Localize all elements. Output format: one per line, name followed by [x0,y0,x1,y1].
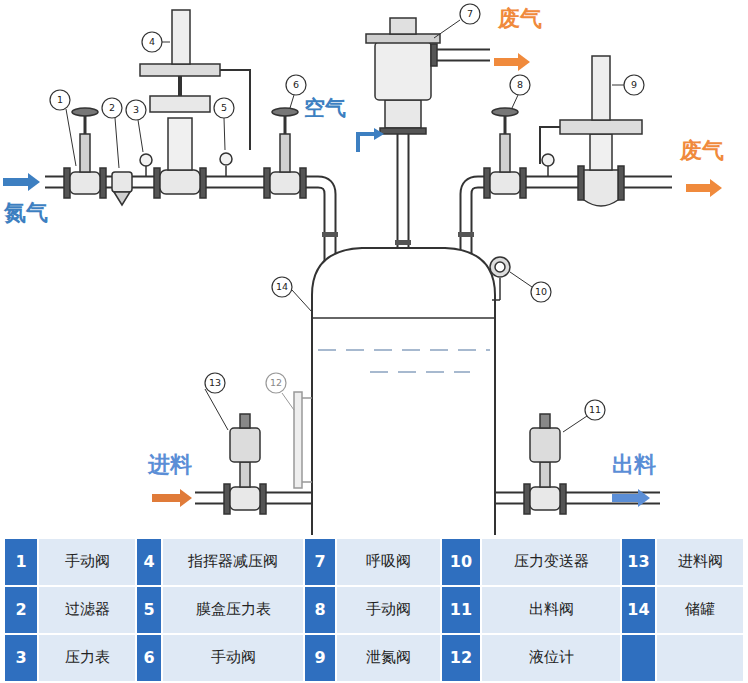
table-number-cell: 7 [305,539,335,585]
table-number-cell: 13 [622,539,655,585]
table-number-cell: 2 [5,587,37,633]
table-number-cell: 12 [442,635,480,681]
table-name-cell: 出料阀 [482,587,620,633]
flow-label: 氮气 [4,200,48,225]
table-number-cell: 3 [5,635,37,681]
table-name-cell: 储罐 [657,587,743,633]
callout-number: 5 [214,98,234,118]
table-name-cell: 膜盒压力表 [163,587,303,633]
callout-number: 3 [126,100,146,120]
table-name-cell: 手动阀 [337,587,440,633]
flow-label: 出料 [612,452,656,477]
callout-number: 6 [286,75,306,95]
table-number-cell: 10 [442,539,480,585]
table-number-cell: 6 [137,635,161,681]
table-name-cell: 手动阀 [39,539,135,585]
callout-number: 2 [102,98,122,118]
flow-label: 废气 [498,6,542,31]
flow-label: 空气 [304,96,346,120]
callout-number: 7 [460,4,480,24]
callout-number: 8 [510,75,530,95]
table-name-cell: 液位计 [482,635,620,681]
table-name-cell: 泄氮阀 [337,635,440,681]
table-number-cell: 4 [137,539,161,585]
table-number-cell: 8 [305,587,335,633]
callout-number: 11 [585,400,605,420]
table-name-cell: 压力变送器 [482,539,620,585]
flow-label: 废气 [680,138,724,163]
table-number-cell: 14 [622,587,655,633]
callout-number: 13 [205,373,225,393]
table-number-cell: 9 [305,635,335,681]
table-name-cell: 过滤器 [39,587,135,633]
table-number-cell: 5 [137,587,161,633]
callout-number: 12 [266,373,286,393]
table-number-cell: 11 [442,587,480,633]
callout-number: 4 [142,32,162,52]
callout-number: 14 [272,277,292,297]
flow-label: 进料 [148,452,192,477]
table-name-cell: 进料阀 [657,539,743,585]
callout-number: 10 [531,282,551,302]
table-name-cell: 压力表 [39,635,135,681]
callout-number: 9 [624,75,644,95]
table-name-cell: 手动阀 [163,635,303,681]
table-name-cell: 呼吸阀 [337,539,440,585]
table-number-cell: 1 [5,539,37,585]
table-name-cell: 指挥器减压阀 [163,539,303,585]
callout-number: 1 [50,90,70,110]
